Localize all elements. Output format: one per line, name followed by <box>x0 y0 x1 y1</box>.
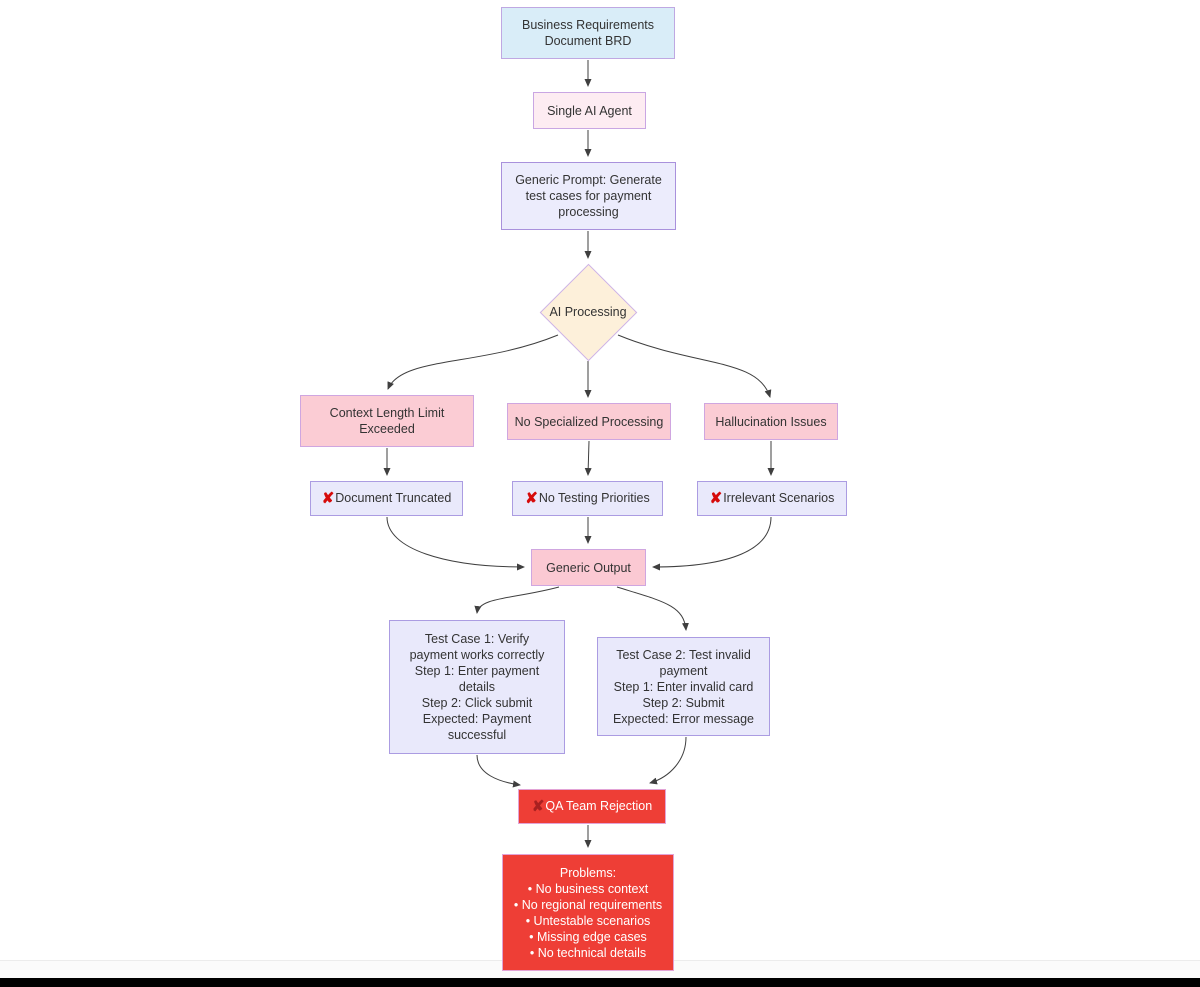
node-brd-line: Document BRD <box>545 33 632 49</box>
node-generic-prompt: Generic Prompt: Generate test cases for p… <box>501 162 676 230</box>
node-problems: Problems:• No business context• No regio… <box>502 854 674 971</box>
node-test-case-2-line: Test Case 2: Test invalid <box>616 647 751 663</box>
node-label-line: • Missing edge cases <box>529 929 647 944</box>
edge-irrelevant-scenarios-to-generic-output <box>652 516 772 571</box>
node-label-line: Step 2: Submit <box>642 695 725 710</box>
node-brd-line: Business Requirements <box>522 17 654 33</box>
node-test-case-1-line: details <box>459 679 495 695</box>
node-test-case-2-line: Step 1: Enter invalid card <box>614 679 754 695</box>
node-doc-truncated: ✘Document Truncated <box>310 481 463 516</box>
node-label-line: AI Processing <box>549 305 627 319</box>
edge-test-case-2-to-qa-rejection <box>649 736 687 785</box>
node-test-case-1-line: successful <box>448 727 506 743</box>
node-generic-prompt-line: Generic Prompt: Generate <box>515 172 662 188</box>
node-label-line: • No regional requirements <box>513 897 663 912</box>
node-label-line: No Testing Priorities <box>538 491 650 505</box>
node-test-case-1-line: Expected: Payment <box>423 711 531 727</box>
node-test-case-1: Test Case 1: Verify payment works correct… <box>389 620 565 754</box>
node-problems-line: • No business context <box>528 881 648 897</box>
node-label-line: Document Truncated <box>335 491 452 505</box>
red-x-icon: ✘ <box>531 798 545 815</box>
node-label-line: Step 1: Enter payment <box>414 664 540 678</box>
red-x-icon: ✘ <box>321 490 335 507</box>
node-no-specialized-line: No Specialized Processing <box>515 414 664 430</box>
edge-generic-output-to-test-case-1 <box>474 586 560 614</box>
node-generic-output-line: Generic Output <box>546 560 631 576</box>
node-test-case-1-line: Step 2: Click submit <box>422 695 532 711</box>
node-generic-prompt-line: processing <box>558 204 618 220</box>
edge-ai-processing-to-context-limit <box>387 334 559 390</box>
edge-test-case-1-to-qa-rejection <box>476 754 521 788</box>
node-problems-line: • Missing edge cases <box>529 929 647 945</box>
node-context-limit-line: Context Length Limit <box>330 405 445 421</box>
node-label-line: Problems: <box>559 865 617 880</box>
node-no-testing-priorities: ✘No Testing Priorities <box>512 481 663 516</box>
node-no-specialized: No Specialized Processing <box>507 403 671 440</box>
node-hallucination-line: Hallucination Issues <box>715 414 826 430</box>
node-test-case-1-line: Test Case 1: Verify <box>425 631 529 647</box>
node-label-line: Test Case 1: Verify <box>424 632 530 646</box>
node-label-line: Step 2: Click submit <box>421 696 533 710</box>
node-label-line: • Untestable scenarios <box>525 913 651 928</box>
node-irrelevant-scenarios-line: ✘Irrelevant Scenarios <box>710 490 835 507</box>
node-context-limit-line: Exceeded <box>359 421 415 437</box>
node-label-line: Expected: Error message <box>612 711 755 726</box>
node-problems-line: • No regional requirements <box>514 897 662 913</box>
node-label-line: Hallucination Issues <box>715 414 827 429</box>
node-label-line: QA Team Rejection <box>545 799 653 813</box>
node-test-case-1-line: Step 1: Enter payment <box>415 663 539 679</box>
node-label-line: Business Requirements <box>521 18 654 32</box>
node-label-line: test cases for payment <box>525 189 652 203</box>
red-x-icon: ✘ <box>709 490 723 507</box>
node-label-line: payment <box>659 663 708 678</box>
edge-doc-truncated-to-generic-output <box>386 516 525 571</box>
node-problems-line: Problems: <box>560 865 616 881</box>
edge-no-specialized-to-no-testing-priorities <box>584 440 592 476</box>
node-label-line: Irrelevant Scenarios <box>723 491 835 505</box>
node-label-line: Expected: Payment <box>422 712 532 726</box>
node-single-ai-agent: Single AI Agent <box>533 92 646 129</box>
bottom-black-bar <box>0 978 1200 987</box>
node-label-line: successful <box>447 728 507 742</box>
node-label-line: Step 1: Enter invalid card <box>613 679 754 694</box>
node-label-line: Generic Output <box>546 560 631 575</box>
node-ai-processing-label: AI Processing <box>528 302 648 322</box>
node-test-case-2-line: Expected: Error message <box>613 711 754 727</box>
node-label-line: Document BRD <box>544 34 632 48</box>
node-label-line: • No technical details <box>529 945 647 960</box>
node-test-case-2-line: payment <box>660 663 708 679</box>
red-x-icon: ✘ <box>525 490 538 507</box>
node-generic-prompt-line: test cases for payment <box>526 188 652 204</box>
node-generic-output: Generic Output <box>531 549 646 586</box>
node-label-line: Exceeded <box>359 422 415 436</box>
node-label-line: payment works correctly <box>409 648 545 662</box>
node-label-line: • No business context <box>527 881 649 896</box>
node-test-case-1-line: payment works correctly <box>410 647 545 663</box>
node-doc-truncated-line: ✘Document Truncated <box>322 490 452 507</box>
node-qa-rejection-line: ✘QA Team Rejection <box>532 798 652 815</box>
edge-generic-output-to-test-case-2 <box>616 586 689 631</box>
node-no-testing-priorities-line: ✘No Testing Priorities <box>525 490 650 507</box>
node-problems-line: • Untestable scenarios <box>526 913 651 929</box>
node-label-line: No Specialized Processing <box>514 414 664 429</box>
node-label-line: Context Length Limit <box>329 406 445 420</box>
edge-ai-processing-to-hallucination <box>617 334 772 398</box>
node-problems-line: • No technical details <box>530 945 646 961</box>
node-test-case-2-line: Step 2: Submit <box>643 695 725 711</box>
node-hallucination: Hallucination Issues <box>704 403 838 440</box>
node-label-line: Single AI Agent <box>547 103 632 118</box>
node-label-line: processing <box>558 205 619 219</box>
node-irrelevant-scenarios: ✘Irrelevant Scenarios <box>697 481 847 516</box>
node-label-line: details <box>458 680 496 694</box>
node-label-line: Test Case 2: Test invalid <box>616 647 751 662</box>
node-label-line: Generic Prompt: Generate <box>515 173 662 187</box>
node-qa-rejection: ✘QA Team Rejection <box>518 789 666 824</box>
node-single-ai-agent-line: Single AI Agent <box>547 103 632 119</box>
